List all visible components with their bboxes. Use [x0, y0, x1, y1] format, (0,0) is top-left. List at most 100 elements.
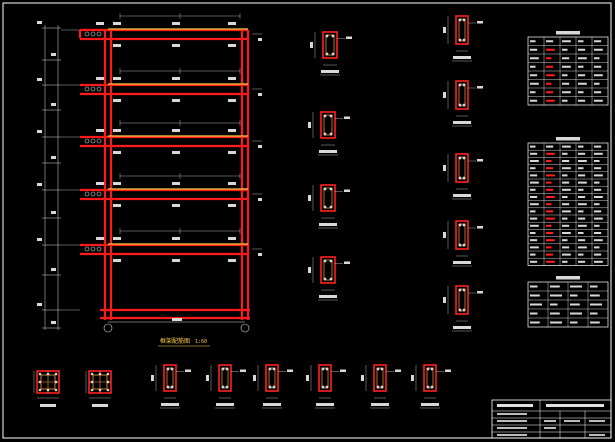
- section-outline: [373, 364, 387, 392]
- section-outline: [265, 364, 279, 392]
- column-rebar: [98, 388, 102, 392]
- section-caption: [453, 326, 471, 329]
- schedule-cell: [562, 196, 568, 198]
- schedule-cell: [570, 321, 578, 324]
- schedule-title: [556, 137, 580, 141]
- column-caption: [92, 404, 108, 407]
- beam-label: [113, 259, 121, 262]
- dimension-text: [51, 321, 56, 324]
- schedule-cell: [570, 294, 578, 297]
- dimension-text: [37, 183, 42, 186]
- schedule-cell: [530, 91, 536, 94]
- schedule-cell: [578, 232, 584, 234]
- beam-label: [172, 77, 180, 80]
- column-rebar: [54, 372, 58, 376]
- schedule-cell: [578, 65, 584, 68]
- schedule-cell: [578, 224, 587, 227]
- schedule-cell: [530, 160, 539, 162]
- schedule-cell: [530, 65, 536, 68]
- rebar-circle: [84, 31, 90, 37]
- schedule-cell: [562, 74, 568, 77]
- beam-label: [113, 44, 121, 47]
- section-stirrup: [426, 367, 434, 389]
- schedule-cell: [546, 40, 554, 43]
- schedule-cell: [594, 65, 602, 68]
- beam-label: [228, 99, 236, 102]
- section-rebar: [323, 205, 327, 209]
- section-rebar: [221, 367, 225, 371]
- schedule-cell: [594, 196, 603, 198]
- beam-section: [151, 364, 191, 409]
- schedule-cell: [594, 224, 600, 227]
- schedule-cell: [546, 260, 555, 263]
- schedule-cell: [578, 91, 584, 94]
- title-block: [491, 399, 612, 439]
- slab-section: [310, 31, 352, 76]
- schedule-cell: [546, 188, 554, 191]
- schedule-cell: [530, 145, 536, 148]
- section-rebar: [376, 367, 380, 371]
- schedule-cell: [594, 40, 602, 43]
- column-rebar: [106, 388, 110, 392]
- column-rebar: [38, 380, 42, 384]
- column-rebar: [90, 380, 94, 384]
- beam-label: [172, 182, 180, 185]
- section-rebar: [329, 259, 333, 263]
- section-stirrup: [268, 367, 276, 389]
- section-stirrup: [323, 114, 333, 136]
- schedule-cell: [594, 167, 602, 170]
- schedule-cell: [530, 74, 538, 77]
- beam-label: [172, 44, 180, 47]
- section-rebar: [272, 385, 276, 389]
- schedule-cell: [570, 285, 582, 288]
- schedule-cell: [546, 217, 555, 220]
- dimension-text: [51, 268, 56, 271]
- schedule-cell: [562, 188, 571, 191]
- schedule-cell: [546, 174, 555, 177]
- schedule-frame: [527, 142, 609, 266]
- section-rebar: [462, 176, 466, 180]
- schedule-cell: [550, 312, 560, 315]
- schedule-cell: [578, 203, 587, 206]
- section-leader-text: [240, 369, 246, 372]
- right-label: [258, 145, 262, 148]
- beam-section: [443, 220, 483, 267]
- section-dimension-text: [411, 375, 414, 381]
- beam-label: [172, 129, 180, 132]
- schedule-cell: [578, 217, 586, 220]
- dimension-text: [37, 303, 42, 306]
- section-rebar: [325, 367, 329, 371]
- section-outline: [455, 285, 469, 315]
- right-label: [258, 93, 262, 96]
- section-dimension-text: [206, 375, 209, 381]
- section-caption: [319, 150, 337, 153]
- beam-label: [172, 237, 180, 240]
- section-stirrup: [166, 367, 174, 389]
- dimension-text: [51, 53, 56, 56]
- section-leader-text: [344, 116, 350, 119]
- section-rebar: [323, 259, 327, 263]
- schedule-cell: [562, 224, 570, 227]
- column-rebar: [98, 372, 102, 376]
- section-rebar: [458, 288, 462, 292]
- schedule-cell: [546, 74, 555, 77]
- section-rebar: [458, 18, 462, 22]
- schedule-cell: [578, 174, 586, 177]
- schedule-cell: [562, 181, 570, 184]
- section-stirrup: [325, 34, 335, 56]
- schedule-cell: [578, 145, 584, 148]
- section-leader-text: [344, 189, 350, 192]
- schedule-cell: [562, 260, 568, 263]
- schedule-cell: [530, 210, 536, 213]
- dimension-text: [51, 103, 56, 106]
- section-caption: [453, 194, 471, 197]
- schedule-cell: [546, 224, 552, 227]
- section-rebar: [462, 18, 466, 22]
- rebar-circle: [84, 86, 90, 92]
- schedule-title: [556, 31, 580, 35]
- section-caption: [319, 223, 337, 226]
- column-rebar: [38, 372, 42, 376]
- section-stirrup: [321, 367, 329, 389]
- schedule-cell: [546, 181, 552, 184]
- schedule-cell: [578, 48, 586, 51]
